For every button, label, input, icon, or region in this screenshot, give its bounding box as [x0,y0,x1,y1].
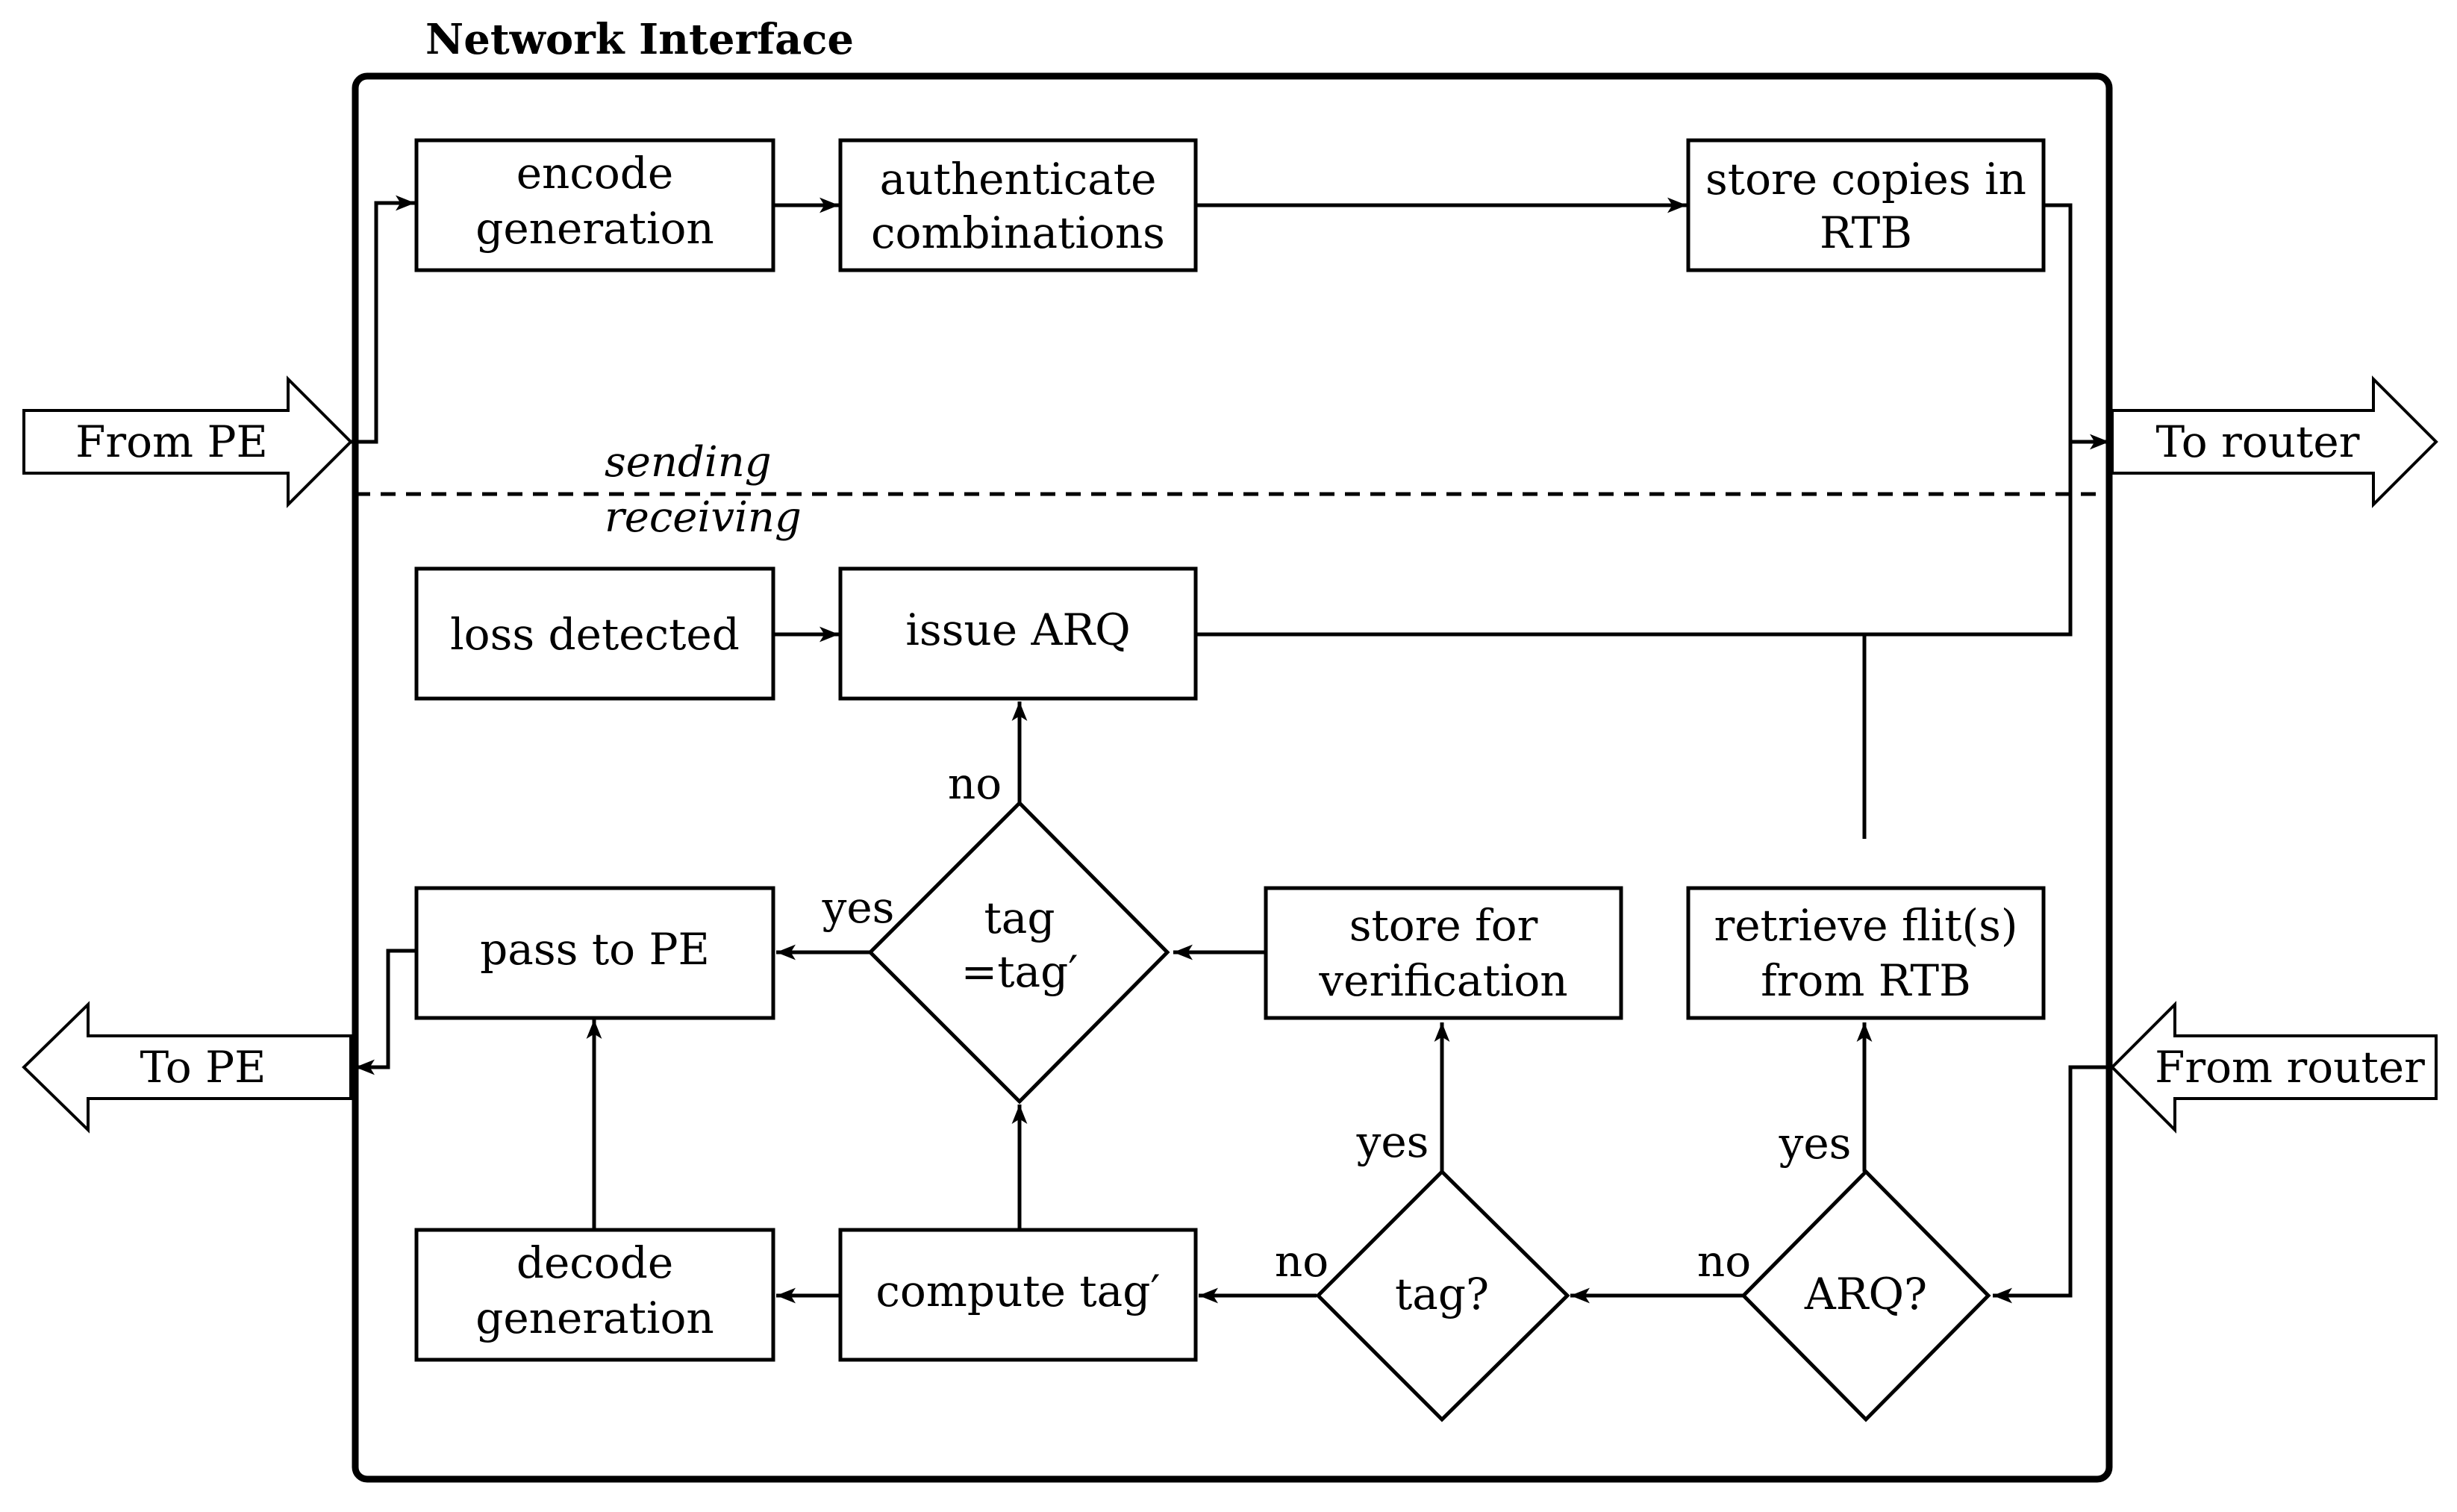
svg-text:verification: verification [1318,955,1567,1006]
svg-text:ARQ?: ARQ? [1804,1269,1927,1319]
edge-label-arq-check-no: no [1697,1236,1751,1287]
edge-label-arq-check-yes: yes [1779,1118,1852,1169]
decision-tag-equal: tag =tag′ [867,800,1170,1105]
edge-label-tag-equal-no: no [948,758,1002,809]
box-issue-arq: issue ARQ [838,566,1198,701]
from-pe-port: From PE [22,375,353,508]
sending-label: sending [605,438,772,487]
edge-from-router-to-arq [1993,1065,2109,1304]
svg-text:encode: encode [516,148,674,199]
svg-text:tag?: tag? [1395,1269,1489,1319]
edge-label-tag-equal-yes: yes [822,882,895,933]
network-interface-frame [352,72,2113,1483]
svg-text:generation: generation [475,203,714,254]
box-encode-generation: encode generation [414,138,775,272]
svg-text:generation: generation [475,1293,714,1343]
edge-label-tag-check-yes: yes [1356,1116,1429,1167]
svg-text:pass to PE: pass to PE [480,924,710,975]
to-pe-label: To PE [140,1042,266,1093]
connectors [351,195,2109,1304]
edge-store-to-router [2044,203,2109,450]
svg-text:=tag′: =tag′ [961,946,1078,997]
from-router-port: From router [2110,1001,2438,1134]
decision-tag-check: tag? [1315,1169,1570,1422]
svg-text:loss detected: loss detected [450,609,740,660]
box-pass-to-pe: pass to PE [414,886,775,1020]
box-retrieve-flits: retrieve flit(s) from RTB [1686,886,2046,1020]
svg-text:combinations: combinations [871,207,1165,258]
edge-from-pe-to-encode [351,195,415,444]
edge-label-tag-check-no: no [1275,1236,1329,1287]
svg-text:decode: decode [516,1237,673,1288]
receiving-label: receiving [605,493,802,542]
diagram-title: Network Interface [425,15,854,64]
to-pe-port: To PE [22,1001,352,1134]
svg-text:tag: tag [984,893,1055,943]
svg-text:RTB: RTB [1820,207,1912,258]
box-loss-detected: loss detected [414,566,775,701]
edge-pass-to-pe-out [355,949,415,1075]
box-store-for-verification: store for verification [1264,886,1623,1020]
box-decode-generation: decode generation [414,1228,775,1362]
decision-arq-check: ARQ? [1740,1169,1991,1422]
svg-text:compute tag′: compute tag′ [875,1266,1160,1316]
box-authenticate-combinations: authenticate combinations [838,138,1198,272]
to-router-label: To router [2156,416,2360,467]
svg-text:store for: store for [1349,900,1538,951]
svg-text:issue ARQ: issue ARQ [905,605,1130,655]
box-compute-tag: compute tag′ [838,1228,1198,1362]
svg-text:store copies in: store copies in [1705,154,2026,204]
box-store-copies-rtb: store copies in RTB [1686,138,2046,272]
svg-text:authenticate: authenticate [880,154,1157,204]
from-router-label: From router [2155,1042,2425,1093]
svg-text:retrieve flit(s): retrieve flit(s) [1714,900,2017,951]
edge-issue-arq-to-router [1196,442,2073,637]
from-pe-label: From PE [75,416,268,467]
svg-text:from RTB: from RTB [1761,955,1971,1006]
to-router-port: To router [2111,375,2438,508]
